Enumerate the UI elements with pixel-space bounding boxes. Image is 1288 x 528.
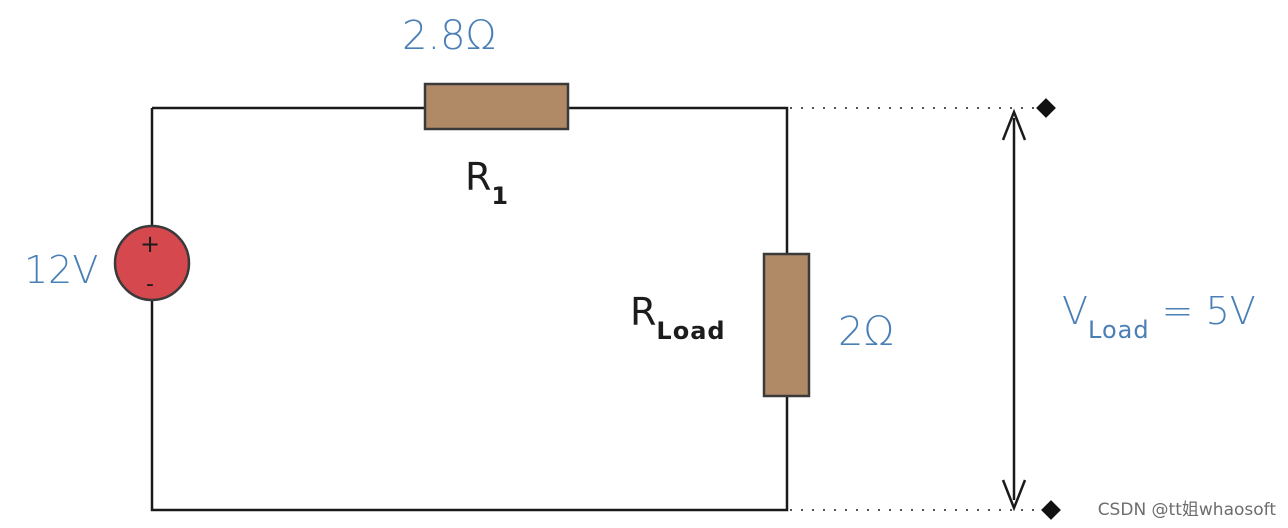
r1-value-label: 2.8Ω [402, 13, 497, 59]
r1-name-label: R1 [465, 155, 509, 208]
vload-arrow-head-top [1001, 108, 1027, 141]
vload-arrow-head-bottom [1001, 479, 1027, 512]
resistor-rload [762, 252, 811, 398]
r1-subscript: 1 [491, 182, 510, 210]
rload-value-label: 2Ω [838, 309, 895, 355]
bottom-wire [150, 300, 789, 512]
rload-name-label: RLoad [630, 290, 726, 343]
vload-letter: V [1062, 289, 1088, 333]
rload-letter: R [630, 290, 657, 334]
top-right-wire [568, 106, 789, 254]
bottom-terminal [1041, 500, 1061, 520]
top-terminal [1036, 98, 1056, 118]
vload-label: VLoad = 5V [1062, 289, 1256, 342]
source-plus-sign: + [140, 230, 161, 258]
r1-letter: R [465, 155, 492, 199]
vload-subscript: Load [1088, 316, 1150, 344]
vload-value: = 5V [1161, 289, 1256, 333]
watermark-text: CSDN @tt姐whaosoft [1097, 500, 1276, 520]
source-minus-sign: - [146, 272, 154, 297]
voltage-source [113, 224, 191, 302]
resistor-r1 [423, 82, 570, 131]
rload-subscript: Load [656, 317, 726, 345]
source-voltage-label: 12V [24, 248, 99, 292]
